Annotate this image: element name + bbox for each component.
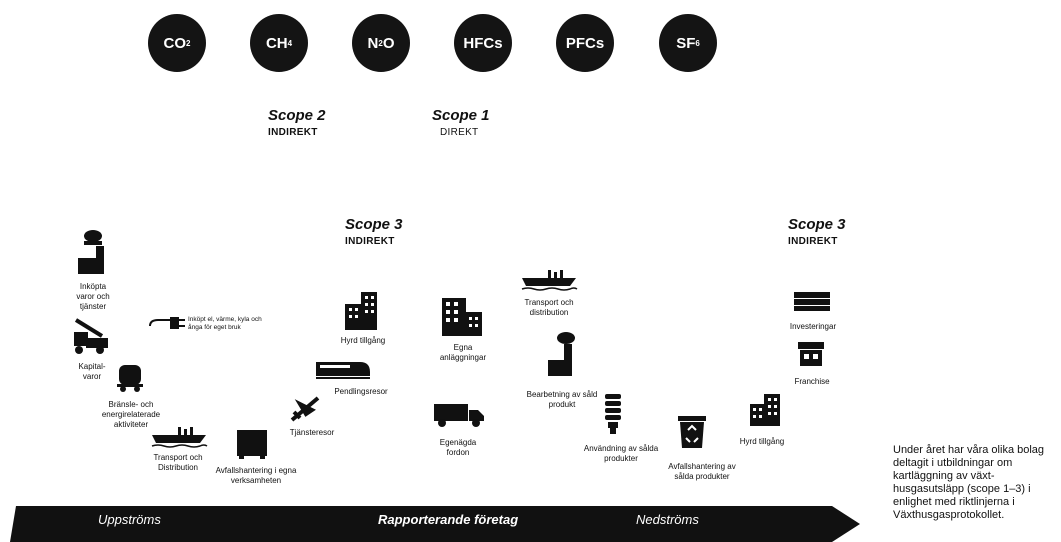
tanker-icon bbox=[117, 365, 143, 392]
store-icon bbox=[798, 342, 824, 366]
scope3-mid-subtitle: INDIREKT bbox=[345, 236, 395, 247]
dumpster-icon bbox=[237, 430, 267, 459]
label-transport-up: Transport och Distribution bbox=[153, 453, 203, 472]
label-avfall-up: Avfallshantering i egna verksamheten bbox=[215, 466, 297, 485]
money-stack-icon bbox=[794, 292, 830, 311]
label-tjanste: Tjänsteresor bbox=[289, 428, 335, 437]
scope2-subtitle: INDIREKT bbox=[268, 127, 318, 138]
side-note: Under året har våra olika bolag deltagit… bbox=[893, 444, 1045, 521]
label-franchise: Franchise bbox=[794, 377, 830, 386]
label-hyrd-up: Hyrd tillgång bbox=[340, 336, 386, 345]
label-inkopta: Inköpta varor och tjänster bbox=[76, 282, 110, 311]
label-hyrd-down: Hyrd tillgång bbox=[739, 437, 785, 446]
crane-truck-icon bbox=[74, 318, 108, 354]
value-chain-arrow bbox=[10, 506, 860, 542]
scope1-title: Scope 1 bbox=[432, 107, 490, 124]
airplane-icon bbox=[290, 396, 320, 422]
factory-down-icon bbox=[548, 332, 575, 376]
arrow-company: Rapporterande företag bbox=[378, 512, 519, 527]
label-kapital: Kapital-varor bbox=[78, 362, 106, 381]
scope1-subtitle: DIREKT bbox=[440, 127, 479, 138]
label-bearbetning: Bearbetning av såld produkt bbox=[526, 390, 598, 409]
label-pendling: Pendlingsresor bbox=[334, 387, 388, 396]
gas-hfcs: HFCs bbox=[454, 14, 512, 72]
factory-cloud-icon bbox=[78, 230, 104, 274]
label-anvandning: Användning av sålda produkter bbox=[583, 444, 659, 463]
label-egna-fordon: Egenägda fordon bbox=[439, 438, 477, 457]
arrow-upstream: Uppströms bbox=[98, 512, 161, 527]
label-el: Inköpt el, värme, kyla och ånga för eget… bbox=[188, 316, 262, 331]
train-icon bbox=[316, 362, 370, 379]
label-invest: Investeringar bbox=[789, 322, 837, 331]
building-down-icon bbox=[750, 394, 780, 426]
label-transport-down: Transport och distribution bbox=[524, 298, 574, 317]
office-building-icon bbox=[442, 298, 482, 336]
lightbulb-icon bbox=[605, 394, 621, 434]
ship-icon bbox=[151, 427, 208, 448]
scope3-right-title: Scope 3 bbox=[788, 216, 846, 233]
plug-icon bbox=[149, 317, 185, 329]
label-egna-anl: Egna anläggningar bbox=[439, 343, 487, 362]
recycle-bin-icon bbox=[678, 416, 706, 448]
label-bransle: Bränsle- och energirelaterade aktivitete… bbox=[101, 400, 161, 429]
gas-pfcs: PFCs bbox=[556, 14, 614, 72]
building-icon bbox=[345, 292, 377, 330]
truck-icon bbox=[434, 404, 484, 427]
scope2-title: Scope 2 bbox=[268, 107, 326, 124]
scope3-right-subtitle: INDIREKT bbox=[788, 236, 838, 247]
label-avfall-down: Avfallshantering av sålda produkter bbox=[668, 462, 736, 481]
scope3-mid-title: Scope 3 bbox=[345, 216, 403, 233]
ship-down-icon bbox=[521, 270, 578, 291]
arrow-downstream: Nedströms bbox=[636, 512, 699, 527]
